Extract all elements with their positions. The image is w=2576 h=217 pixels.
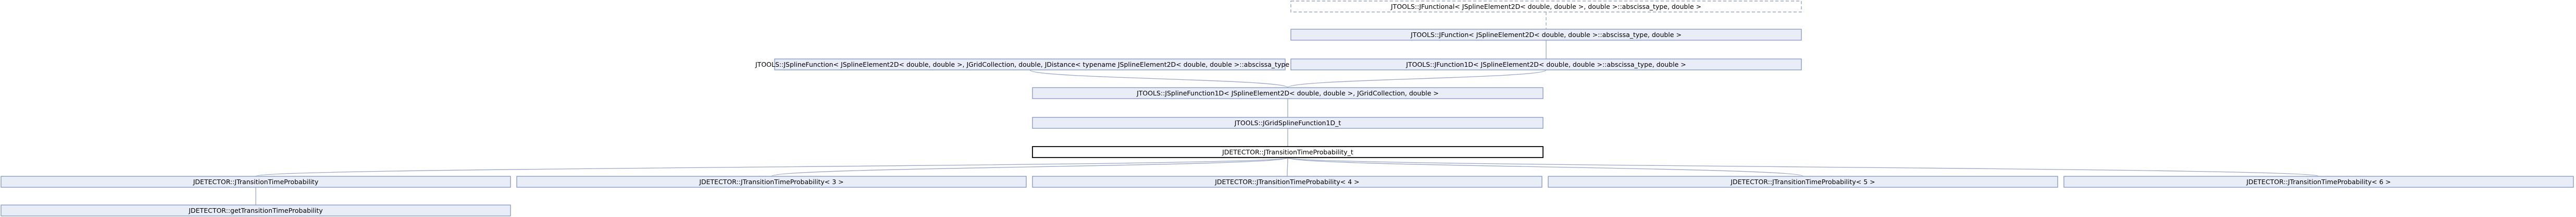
class-label: JDETECTOR::JTransitionTimeProbability_t (1222, 148, 1353, 156)
class-box[interactable] (1032, 87, 1544, 99)
class-box[interactable] (1032, 146, 1544, 158)
class-box[interactable] (2063, 176, 2574, 188)
class-label: JDETECTOR::JTransitionTimeProbability (193, 178, 319, 186)
class-label: JDETECTOR::JTransitionTimeProbability< 3… (699, 178, 843, 186)
inheritance-edge-function1d-to-splinefunction1d (1287, 69, 1547, 88)
class-box[interactable] (1, 176, 511, 188)
class-label: JTOOLS::JFunction< JSplineElement2D< dou… (1410, 31, 1682, 39)
class-box[interactable] (774, 58, 1286, 70)
class-box[interactable] (1290, 58, 1802, 70)
class-label: JTOOLS::JGridSplineFunction1D_t (1234, 119, 1341, 127)
inheritance-edge-ttp-to-ttp_3 (771, 157, 1288, 177)
class-node-function1d[interactable]: JTOOLS::JFunction1D< JSplineElement2D< d… (1290, 58, 1802, 70)
class-node-ttp_5[interactable]: JDETECTOR::JTransitionTimeProbability< 5… (1548, 176, 2058, 188)
class-node-gridspline[interactable]: JTOOLS::JGridSplineFunction1D_t (1032, 117, 1544, 129)
class-box[interactable] (1290, 29, 1802, 41)
class-label: JDETECTOR::getTransitionTimeProbability (188, 207, 323, 214)
class-node-ttp[interactable]: JDETECTOR::JTransitionTimeProbability_t (1032, 146, 1544, 158)
class-label: JTOOLS::JSplineFunction< JSplineElement2… (755, 61, 1304, 68)
inheritance-edge-ttp-to-ttp_6 (1287, 157, 2319, 177)
class-node-splinefunction1d[interactable]: JTOOLS::JSplineFunction1D< JSplineElemen… (1032, 87, 1544, 99)
class-label: JDETECTOR::JTransitionTimeProbability< 4… (1214, 178, 1359, 186)
class-label: JDETECTOR::JTransitionTimeProbability< 6… (2246, 178, 2391, 186)
class-node-ttp_6[interactable]: JDETECTOR::JTransitionTimeProbability< 6… (2063, 176, 2574, 188)
class-label: JTOOLS::JFunction1D< JSplineElement2D< d… (1405, 61, 1686, 68)
class-box[interactable] (1290, 1, 1802, 13)
class-node-ttp_main[interactable]: JDETECTOR::JTransitionTimeProbability (1, 176, 511, 188)
class-label: JTOOLS::JFunctional< JSplineElement2D< d… (1390, 3, 1701, 10)
class-label: JDETECTOR::JTransitionTimeProbability< 5… (1730, 178, 1875, 186)
class-label: JTOOLS::JSplineFunction1D< JSplineElemen… (1136, 89, 1439, 97)
class-box[interactable] (516, 176, 1027, 188)
class-box[interactable] (1032, 117, 1544, 129)
class-node-ttp_3[interactable]: JDETECTOR::JTransitionTimeProbability< 3… (516, 176, 1027, 188)
inheritance-edge-ttp-to-ttp_main (255, 157, 1288, 177)
edge-layer (255, 11, 2319, 205)
class-box[interactable] (1032, 176, 1542, 188)
class-node-functional[interactable]: JTOOLS::JFunctional< JSplineElement2D< d… (1290, 1, 1802, 13)
inheritance-edge-splinefunction-to-splinefunction1d (1029, 69, 1288, 88)
class-box[interactable] (1, 204, 511, 216)
class-node-ttp_4[interactable]: JDETECTOR::JTransitionTimeProbability< 4… (1032, 176, 1542, 188)
class-node-get_ttp[interactable]: JDETECTOR::getTransitionTimeProbability (1, 204, 511, 216)
class-node-function[interactable]: JTOOLS::JFunction< JSplineElement2D< dou… (1290, 29, 1802, 41)
inheritance-edge-ttp-to-ttp_5 (1287, 157, 1803, 177)
class-node-splinefunction[interactable]: JTOOLS::JSplineFunction< JSplineElement2… (755, 58, 1304, 70)
class-box[interactable] (1548, 176, 2058, 188)
inheritance-edge-ttp-to-ttp_4 (1287, 157, 1288, 177)
